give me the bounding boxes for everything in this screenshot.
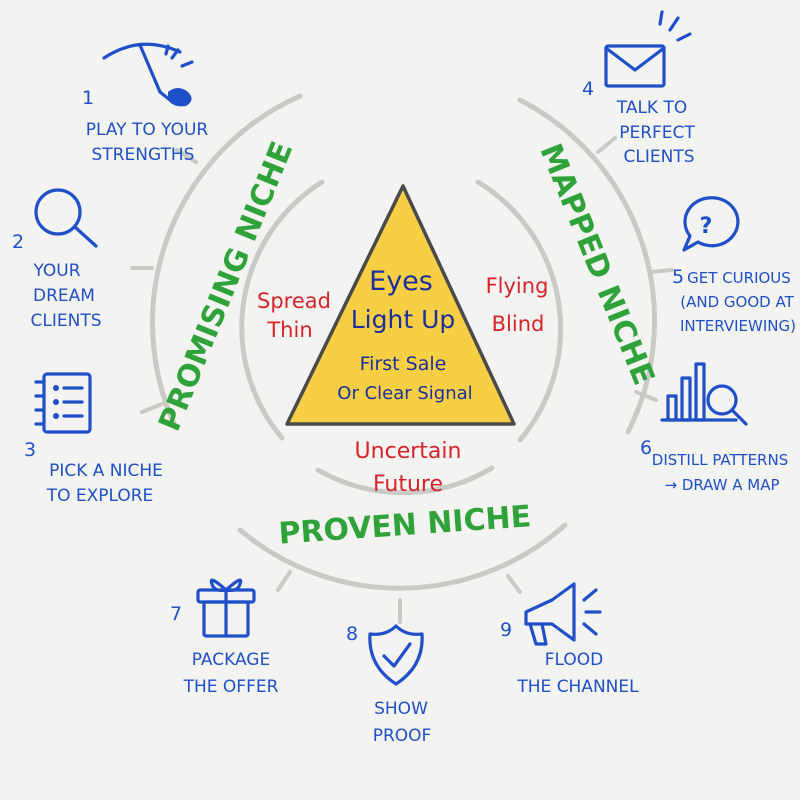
step-number: 5 (672, 266, 684, 288)
inner-arc-left (239, 179, 325, 441)
center-title-top: Eyes (369, 266, 433, 297)
risk-spread-thin: Spread Thin (257, 289, 331, 342)
divider-tick (634, 390, 658, 402)
step-label-line: THE CHANNEL (516, 677, 639, 697)
step-label-line: PERFECT (619, 123, 695, 143)
risk-bottom-line-1: Uncertain (355, 439, 462, 464)
checklist-icon (34, 372, 92, 434)
step-9: 9 FLOOD THE CHANNEL (500, 582, 639, 697)
divider-tick (596, 136, 617, 154)
risk-right-line-1: Flying (486, 274, 549, 298)
step-label-line: GET CURIOUS (687, 269, 791, 287)
divider-tick (506, 574, 522, 594)
divider-tick (140, 402, 164, 414)
divider-tick (276, 570, 292, 592)
step-5: ? 5 GET CURIOUS (AND GOOD AT INTERVIEWIN… (672, 196, 796, 335)
step-6: 6 DISTILL PATTERNS → DRAW A MAP (640, 362, 788, 494)
step-label-line: TALK TO (616, 98, 687, 118)
outer-arc-left (150, 93, 303, 431)
inner-ring (239, 179, 564, 496)
center-triangle: Eyes Light Up First Sale Or Clear Signal (285, 184, 516, 426)
step-label-line: SHOW (374, 699, 428, 719)
step-label-line: YOUR (32, 261, 80, 281)
outer-arc-bottom (237, 522, 568, 591)
step-number: 4 (582, 78, 594, 100)
step-8: 8 SHOW PROOF (346, 623, 431, 746)
step-label-line: STRENGTHS (92, 145, 195, 165)
megaphone-icon (524, 582, 602, 646)
stage-promising-niche: PROMISING NICHE (152, 137, 300, 436)
step-number: 9 (500, 619, 512, 641)
step-label-line: INTERVIEWING) (680, 317, 796, 335)
step-label-line: THE OFFER (183, 677, 279, 697)
chart-magnifier-icon (660, 362, 748, 426)
outer-arc-right (517, 97, 657, 435)
step-1: 1 PLAY TO YOUR STRENGTHS (82, 42, 209, 165)
step-label-line: → DRAW A MAP (664, 476, 779, 494)
pickaxe-icon (102, 42, 194, 107)
inner-arc-bottom (315, 465, 495, 496)
step-number: 7 (170, 603, 182, 625)
divider-tick (648, 268, 674, 274)
step-number: 3 (24, 439, 36, 461)
shield-check-icon (368, 624, 424, 686)
step-2: 2 YOUR DREAM CLIENTS (12, 188, 102, 331)
step-number: 1 (82, 87, 94, 109)
risk-left-line-1: Spread (257, 289, 331, 313)
step-label-line: TO EXPLORE (46, 486, 154, 506)
center-title-middle: Light Up (351, 305, 456, 334)
envelope-icon (604, 10, 692, 88)
risk-right-line-2: Blind (492, 312, 545, 336)
step-label-line: DISTILL PATTERNS (652, 451, 788, 469)
step-number: 8 (346, 623, 358, 645)
risk-flying-blind: Flying Blind (486, 274, 549, 336)
center-subtitle-1: First Sale (360, 353, 447, 375)
triangle-shape (285, 184, 516, 426)
divider-tick (175, 148, 198, 164)
step-7: 7 PACKAGE THE OFFER (170, 578, 279, 697)
risk-left-line-2: Thin (266, 318, 312, 342)
outer-ring (130, 93, 674, 624)
gift-icon (196, 578, 256, 638)
stage-mapped-niche: MAPPED NICHE (532, 139, 661, 390)
magnifier-icon (34, 188, 98, 248)
svg-text:?: ? (700, 214, 713, 239)
step-label-line: FLOOD (545, 650, 604, 670)
question-bubble-icon: ? (682, 196, 740, 252)
step-label-line: (AND GOOD AT (680, 293, 794, 311)
step-label-line: PROOF (373, 726, 432, 746)
risk-bottom-line-2: Future (373, 472, 443, 497)
step-number: 6 (640, 437, 652, 459)
step-number: 2 (12, 231, 24, 253)
step-label-line: PICK A NICHE (49, 461, 163, 481)
step-label-line: CLIENTS (624, 147, 695, 167)
step-label-line: PLAY TO YOUR (86, 120, 209, 140)
stage-proven-niche: PROVEN NICHE (277, 499, 532, 552)
step-label-line: CLIENTS (31, 311, 102, 331)
risk-uncertain-future: Uncertain Future (355, 439, 462, 497)
step-label-line: PACKAGE (192, 650, 270, 670)
center-subtitle-2: Or Clear Signal (337, 383, 472, 404)
inner-arc-right (475, 179, 564, 443)
step-3: 3 PICK A NICHE TO EXPLORE (24, 372, 163, 506)
step-4: 4 TALK TO PERFECT CLIENTS (582, 10, 695, 167)
step-label-line: DREAM (33, 286, 95, 306)
